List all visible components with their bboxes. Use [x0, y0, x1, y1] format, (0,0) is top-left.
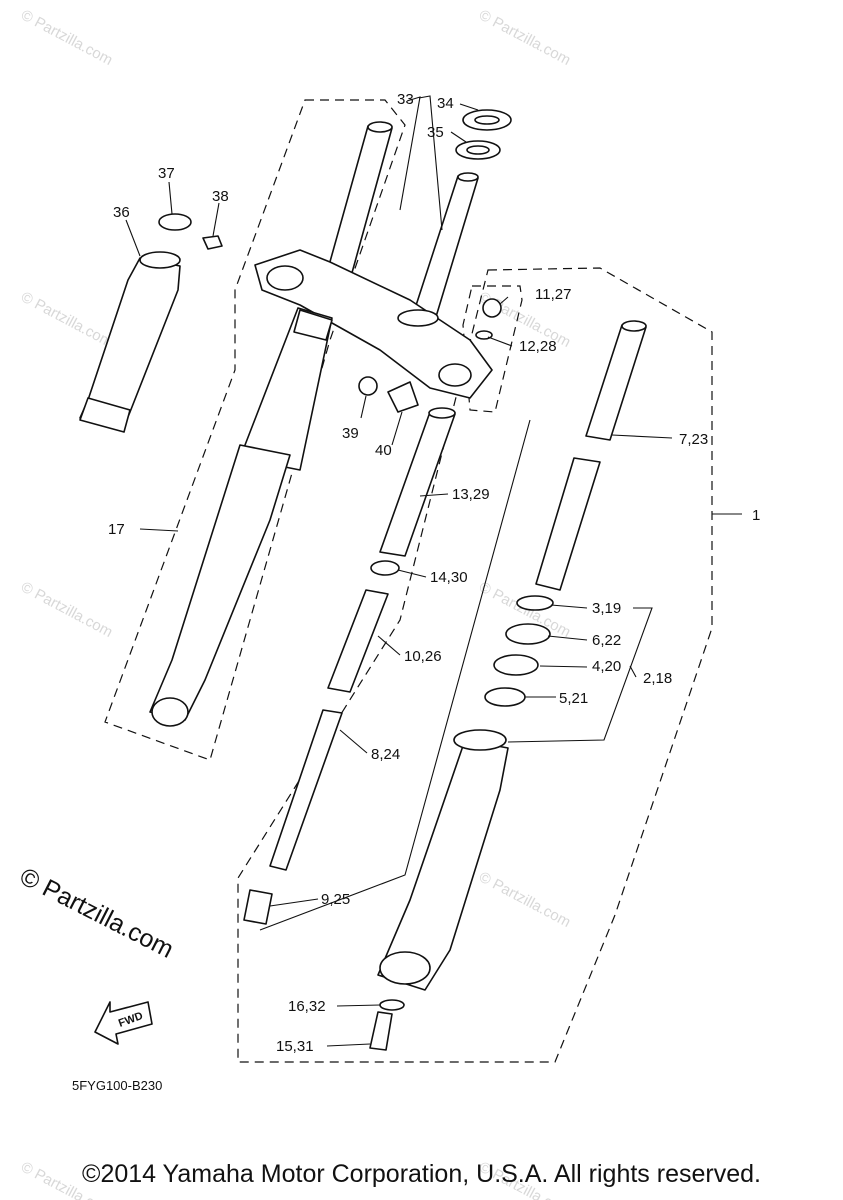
washer-16 [379, 999, 405, 1011]
piston-9 [243, 889, 273, 925]
callout-label: 5,21 [559, 690, 588, 707]
clip-3 [516, 595, 554, 611]
outer-tube-left [149, 444, 291, 721]
inner-tube-7-top [621, 320, 647, 332]
bolt-39 [358, 376, 378, 396]
watermark: © Partzilla.com [476, 7, 573, 69]
cable-holder-37 [158, 213, 192, 231]
callout-label: 1 [752, 507, 760, 524]
fork-boot-left [293, 309, 333, 341]
boot-bottom-ring [79, 397, 131, 433]
watermark: © Partzilla.com [18, 7, 115, 69]
callout-labels: 33 34 35 37 38 36 39 40 11,27 12,28 7,23… [108, 91, 760, 1055]
inner-tube-7-upper [585, 324, 647, 441]
dust-seal-6 [505, 623, 551, 645]
watermark: © Partzilla.com [18, 289, 115, 351]
diagram-code: 5FYG100-B230 [72, 1078, 162, 1093]
outline-left-fork [104, 99, 406, 761]
callout-label: 14,30 [430, 569, 468, 586]
fork-tube-left [239, 307, 333, 471]
bearings [455, 109, 512, 160]
stem-top [457, 172, 479, 182]
spacer-13-top [428, 407, 456, 419]
right-fork-parts [369, 320, 647, 1051]
watermark: © Partzilla.com [18, 579, 115, 641]
left-fork-leg [149, 307, 333, 727]
boot-top [139, 251, 181, 269]
callout-label: 13,29 [452, 486, 490, 503]
boot-parts [79, 213, 223, 433]
oil-seal-4 [493, 654, 539, 676]
seat-14 [370, 560, 400, 576]
callout-label: 40 [375, 442, 392, 459]
callout-label: 36 [113, 204, 130, 221]
callout-label: 7,23 [679, 431, 708, 448]
damper-rod-8 [269, 709, 343, 871]
copyright-notice: ©2014 Yamaha Motor Corporation, U.S.A. A… [82, 1160, 761, 1188]
fork-tube-top [367, 121, 393, 133]
callout-label: 10,26 [404, 648, 442, 665]
bearing-34-inner [474, 115, 500, 125]
spring-10 [327, 589, 389, 693]
callout-label: 16,32 [288, 998, 326, 1015]
callout-label: 37 [158, 165, 175, 182]
washer-5 [484, 687, 526, 707]
inner-parts [243, 407, 456, 925]
bolt-15 [369, 1011, 393, 1051]
axle-lug-left [151, 697, 189, 727]
callout-label: 35 [427, 124, 444, 141]
bracket-clamp-right [438, 363, 472, 387]
callout-label: 33 [397, 91, 414, 108]
callout-label: 3,19 [592, 600, 621, 617]
outline-bracket [462, 285, 523, 413]
axle-lug-right [379, 951, 431, 985]
callout-label: 9,25 [321, 891, 350, 908]
bracket-clamp-left [266, 265, 304, 291]
spacer-13 [379, 411, 456, 557]
callout-label: 17 [108, 521, 125, 538]
inner-tube-7-lower [535, 457, 601, 591]
callout-label: 34 [437, 95, 454, 112]
callout-label: 2,18 [643, 670, 672, 687]
callout-label: 6,22 [592, 632, 621, 649]
watermark: © Partzilla.com [476, 869, 573, 931]
cap-bolt-11 [482, 298, 502, 318]
bolt-38 [202, 235, 223, 250]
callout-label: 12,28 [519, 338, 557, 355]
callout-label: 38 [212, 188, 229, 205]
fwd-arrow: FWD [94, 1001, 153, 1045]
stem-collar [397, 309, 439, 327]
fork-tube-left-upper [325, 125, 393, 281]
bracket-40 [387, 381, 419, 413]
outer-tube-right [377, 739, 509, 991]
bearing-35-inner [466, 145, 490, 155]
callout-label: 39 [342, 425, 359, 442]
callout-label: 15,31 [276, 1038, 314, 1055]
partzilla-watermark: © Partzilla.com [15, 862, 178, 963]
fwd-arrow-icon [94, 1001, 153, 1045]
steering-stem-assembly [254, 121, 493, 399]
callout-label: 8,24 [371, 746, 400, 763]
outer-tube-top [453, 729, 507, 751]
callout-label: 11,27 [535, 286, 571, 303]
bracket-bolt [358, 298, 502, 413]
under-bracket [254, 249, 493, 399]
leader-lines [125, 95, 742, 1047]
callout-label: 4,20 [592, 658, 621, 675]
